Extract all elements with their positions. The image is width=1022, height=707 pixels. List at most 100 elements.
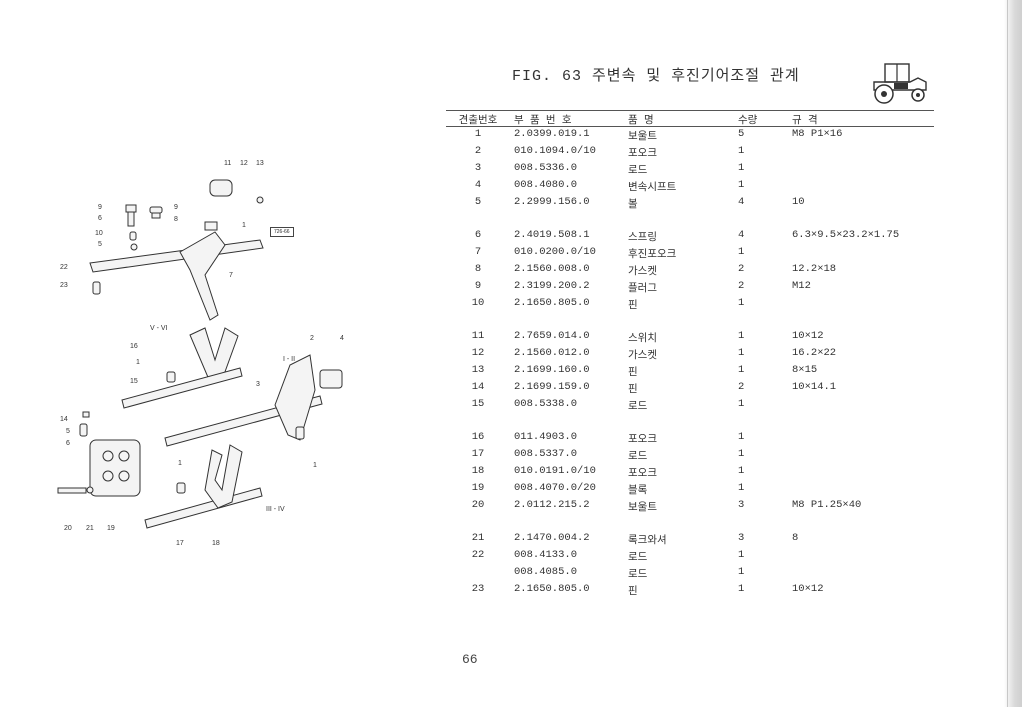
cell-name: 로드 xyxy=(628,401,648,413)
figure-title: FIG. 63 주변속 및 후진기어조절 관계 xyxy=(512,68,800,85)
callout-5b: 5 xyxy=(66,428,70,435)
cell-qty: 1 xyxy=(738,246,745,258)
callout-15: 15 xyxy=(130,378,138,385)
cell-part: 2.3199.200.2 xyxy=(514,280,590,292)
cell-part: 008.4133.0 xyxy=(514,549,578,561)
callout-17: 17 xyxy=(176,540,184,547)
cell-qty: 1 xyxy=(738,583,745,595)
cell-qty: 1 xyxy=(738,364,745,376)
callout-21: 21 xyxy=(86,525,94,532)
cell-part: 2.1470.004.2 xyxy=(514,532,590,544)
cell-part: 2.2999.156.0 xyxy=(514,196,590,208)
group-gap xyxy=(446,212,934,228)
rod-17 xyxy=(144,487,263,529)
page-edge-shadow xyxy=(1004,0,1022,707)
cell-spec: 16.2×22 xyxy=(792,347,837,359)
diagram-ref-box: 726-66 xyxy=(270,227,294,237)
callout-6: 6 xyxy=(98,215,102,222)
cell-spec: 8 xyxy=(792,532,799,544)
cell-spec: M8 P1.25×40 xyxy=(792,499,862,511)
cell-part: 008.5338.0 xyxy=(514,398,578,410)
cell-qty: 1 xyxy=(738,179,745,191)
group-gap xyxy=(446,313,934,329)
table-header: 견출번호 부 품 번 호 품 명 수량 규 격 xyxy=(446,110,934,127)
callout-22: 22 xyxy=(60,264,68,271)
cell-qty: 1 xyxy=(738,482,745,494)
callout-9b: 9 xyxy=(174,204,178,211)
callout-4: 4 xyxy=(340,335,344,342)
callout-3: 3 xyxy=(256,381,260,388)
cell-no: 10 xyxy=(471,297,485,309)
cell-no: 20 xyxy=(471,499,485,511)
callout-19: 19 xyxy=(107,525,115,532)
cell-no: 19 xyxy=(471,482,485,494)
callout-7: 7 xyxy=(229,272,233,279)
shift-4 xyxy=(319,369,343,389)
callout-1c: 1 xyxy=(178,460,182,467)
cell-no: 3 xyxy=(474,162,482,174)
cell-qty: 1 xyxy=(738,162,745,174)
cell-no: 9 xyxy=(474,280,482,292)
header-spec: 규 격 xyxy=(792,115,818,127)
cell-no: 23 xyxy=(471,583,485,595)
header-qty: 수량 xyxy=(738,115,758,127)
cell-part: 010.0191.0/10 xyxy=(514,465,596,477)
cell-name: 변속시프트 xyxy=(628,182,677,194)
cell-no: 13 xyxy=(471,364,485,376)
cell-no: 17 xyxy=(471,448,485,460)
cell-name: 핀 xyxy=(628,300,638,312)
cell-no: 2 xyxy=(474,145,482,157)
cell-qty: 2 xyxy=(738,280,745,292)
cell-name: 로드 xyxy=(628,451,648,463)
cell-qty: 2 xyxy=(738,263,745,275)
cell-part: 010.1094.0/10 xyxy=(514,145,596,157)
cell-spec: 6.3×9.5×23.2×1.75 xyxy=(792,229,900,241)
callout-20: 20 xyxy=(64,525,72,532)
callout-5: 5 xyxy=(98,241,102,248)
callout-14: 14 xyxy=(60,416,68,423)
callout-11: 11 xyxy=(224,160,232,167)
cell-spec: 12.2×18 xyxy=(792,263,837,275)
callout-1a: 1 xyxy=(242,222,246,229)
cell-part: 008.4070.0/20 xyxy=(514,482,596,494)
cell-qty: 1 xyxy=(738,347,745,359)
callout-13: 13 xyxy=(256,160,264,167)
tractor-icon xyxy=(873,63,927,104)
reverse-fork-7 xyxy=(179,231,226,321)
cell-spec: 10×12 xyxy=(792,583,824,595)
cell-name: 보울트 xyxy=(628,131,657,143)
cell-part: 2.1699.160.0 xyxy=(514,364,590,376)
cell-part: 011.4903.0 xyxy=(514,431,578,443)
cell-part: 010.0200.0/10 xyxy=(514,246,596,258)
cell-name: 스위치 xyxy=(628,333,657,345)
callout-16: 16 xyxy=(130,343,138,350)
cell-name: 가스켓 xyxy=(628,350,657,362)
cell-part: 2.1560.008.0 xyxy=(514,263,590,275)
page-number: 66 xyxy=(462,652,478,667)
parts-diagram xyxy=(57,179,343,529)
cell-spec: M12 xyxy=(792,280,811,292)
cell-name: 로드 xyxy=(628,569,648,581)
cell-qty: 5 xyxy=(738,128,745,140)
cell-part: 008.4085.0 xyxy=(514,566,578,578)
cell-name: 핀 xyxy=(628,586,638,598)
cell-spec: 10 xyxy=(792,196,805,208)
cell-qty: 3 xyxy=(738,532,745,544)
callout-1b: 1 xyxy=(136,359,140,366)
cell-qty: 1 xyxy=(738,297,745,309)
cell-spec: 8×15 xyxy=(792,364,818,376)
bolt-20 xyxy=(57,487,87,494)
cell-name: 록크와셔 xyxy=(628,535,667,547)
cell-part: 2.1699.159.0 xyxy=(514,381,590,393)
callout-v-vi: V - VI xyxy=(150,325,168,332)
cell-name: 후진포오크 xyxy=(628,249,677,261)
